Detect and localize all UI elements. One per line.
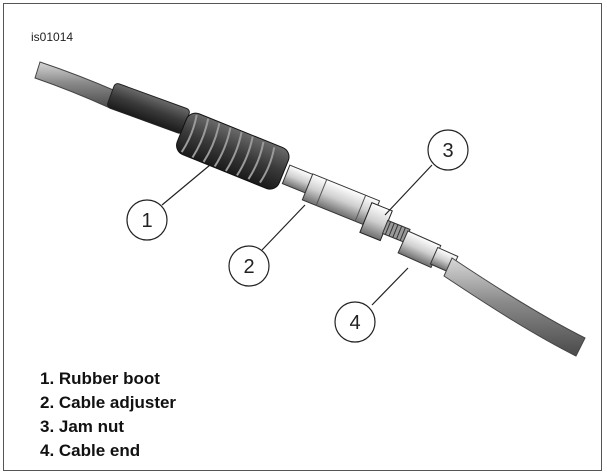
outer-cable-right — [443, 257, 586, 357]
legend-item-3: 3. Jam nut — [40, 417, 125, 436]
threaded-rod — [381, 219, 411, 244]
svg-text:3: 3 — [442, 140, 453, 162]
legend-item-4: 4. Cable end — [40, 441, 141, 460]
legend-item-1: 1. Rubber boot — [40, 369, 160, 388]
svg-text:4: 4 — [349, 312, 360, 334]
callout-3: 3 — [427, 129, 469, 171]
callout-4: 4 — [334, 301, 376, 343]
figure-id: is01014 — [31, 30, 74, 44]
leader-lines — [161, 164, 433, 306]
rubber-boot — [176, 112, 290, 190]
callout-1: 1 — [126, 199, 168, 241]
legend: 1. Rubber boot 2. Cable adjuster 3. Jam … — [40, 367, 176, 463]
svg-text:1: 1 — [141, 210, 152, 232]
callout-2: 2 — [228, 245, 270, 287]
boot-sleeve — [107, 83, 190, 134]
outer-cable-left — [34, 61, 119, 109]
figure-frame — [3, 3, 602, 471]
svg-text:2: 2 — [243, 256, 254, 278]
legend-item-2: 2. Cable adjuster — [40, 393, 177, 412]
